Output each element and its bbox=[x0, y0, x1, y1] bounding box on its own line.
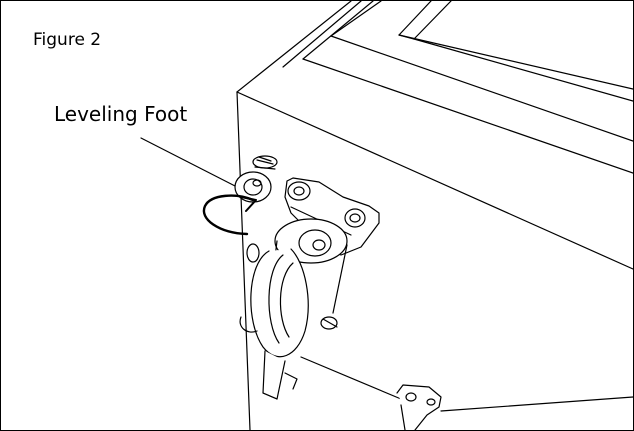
leveling-foot-label: Leveling Foot bbox=[54, 102, 188, 126]
leveling-foot bbox=[234, 155, 278, 203]
cabinet-bottom-edge bbox=[440, 396, 633, 412]
rotation-arrow bbox=[202, 194, 257, 236]
second-caster bbox=[396, 384, 442, 430]
leader-line bbox=[140, 137, 238, 188]
caster-mounting-plate bbox=[284, 177, 380, 256]
side-knob bbox=[246, 243, 260, 263]
caster-wheel bbox=[250, 248, 338, 358]
cabinet-lower-edge bbox=[300, 356, 402, 400]
figure-title: Figure 2 bbox=[33, 30, 102, 50]
brake-pedal bbox=[239, 316, 298, 400]
cabinet-body bbox=[236, 1, 633, 430]
